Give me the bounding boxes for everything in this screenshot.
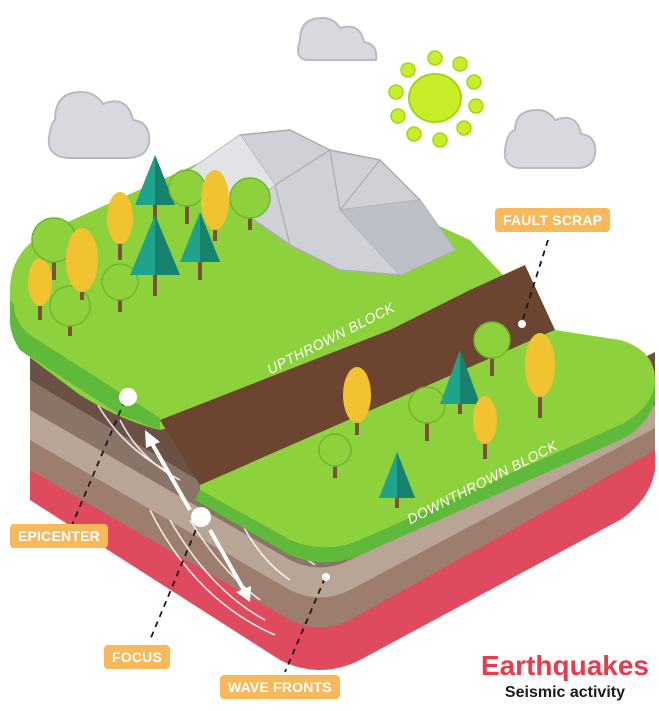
tree-icon: [440, 350, 480, 414]
wave-point: [322, 573, 330, 581]
page-title: Earthquakes: [480, 650, 649, 681]
tree-icon: [130, 215, 180, 296]
wave-arrow-icon: [145, 430, 251, 602]
trees: [318, 321, 555, 508]
tree-icon: [473, 321, 511, 376]
tree-icon: [343, 367, 371, 435]
tree-icon: [379, 452, 415, 508]
tree-icon: [28, 258, 52, 320]
cloud-icon: [503, 108, 597, 169]
fault-scrap-label: FAULT SCRAP: [495, 208, 611, 232]
fault-point: [518, 320, 526, 328]
tree-icon: [101, 263, 139, 312]
tree-icon: [408, 386, 446, 441]
epicenter-marker: [119, 388, 137, 406]
tree-icon: [318, 433, 352, 478]
tree-icon: [229, 177, 271, 230]
cloud-icon: [47, 90, 151, 159]
tree-icon: [525, 333, 555, 418]
mountain: [188, 129, 457, 276]
sun-icon: [388, 50, 484, 148]
tree-icon: [201, 170, 229, 241]
leader-lines: [71, 239, 549, 673]
focus-marker: [191, 507, 211, 527]
tree-icon: [180, 212, 220, 280]
epicenter-label: EPICENTER: [10, 524, 108, 548]
tree-icon: [66, 228, 98, 300]
cloud-icon: [297, 16, 378, 61]
wave-fronts-label: WAVE FRONTS: [220, 675, 340, 699]
tree-icon: [473, 396, 497, 459]
focus-label: FOCUS: [104, 645, 170, 669]
trees: [28, 155, 271, 336]
tree-icon: [107, 192, 133, 260]
page-subtitle: Seismic activity: [504, 684, 625, 701]
